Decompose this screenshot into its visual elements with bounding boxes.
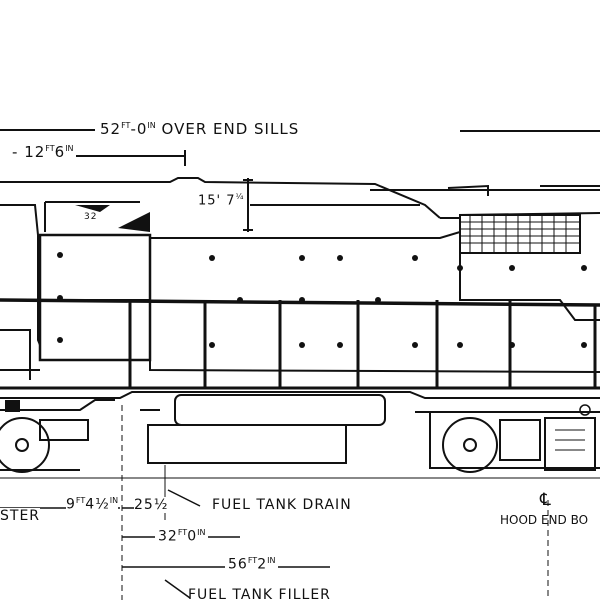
drain-offset-label: 25½ xyxy=(134,497,169,513)
hood-body xyxy=(149,238,600,373)
overall-length-in: 0 xyxy=(136,120,148,138)
filler-offset-label: 56FT2IN xyxy=(225,556,279,573)
fuel-tank-filler-label: FUEL TANK FILLER xyxy=(188,587,331,600)
overall-length-suffix: OVER END SILLS xyxy=(161,120,300,138)
bolster-ft: 9 xyxy=(66,496,76,513)
bolster-offset-label: STER xyxy=(0,508,41,524)
cab-window-shadow xyxy=(118,212,150,232)
truck-centers-label: 32FT0IN xyxy=(155,528,209,545)
cab-length-ft-unit: FT xyxy=(45,144,55,153)
bolster-prefix: STER xyxy=(0,508,41,524)
filler-offset-ft-unit: FT xyxy=(247,556,258,565)
overall-length-in-unit: IN xyxy=(147,121,156,130)
hood-top xyxy=(150,212,600,239)
rivets xyxy=(5,205,587,412)
cab-number: 32 xyxy=(84,212,98,222)
truck-centers-in-unit: IN xyxy=(197,528,206,537)
filler-offset-in: 2 xyxy=(257,556,268,573)
filler-offset-in-unit: IN xyxy=(267,556,276,565)
fuel-tank xyxy=(174,394,386,426)
cab-panel xyxy=(38,233,152,362)
fuel-tank-drain-label: FUEL TANK DRAIN xyxy=(212,497,352,513)
truck-centers-in: 0 xyxy=(187,528,198,545)
rear-truck xyxy=(415,411,600,473)
bolster-in: 4½ xyxy=(85,496,110,513)
overall-length-ft-unit: FT xyxy=(121,121,131,130)
overall-length-ft: 52 xyxy=(100,120,122,138)
height-value: 15' 7 xyxy=(198,193,236,209)
cab-length-in-unit: IN xyxy=(65,144,74,153)
truck-centers-ft-unit: FT xyxy=(177,528,188,537)
bolster-offset-value: 9FT4½IN xyxy=(66,496,119,513)
truck-centers-ft: 32 xyxy=(158,528,178,545)
cab-length-in: 6 xyxy=(54,143,66,161)
cab-length-label: - 12FT6IN xyxy=(10,143,76,161)
bolster-in-unit: IN xyxy=(109,496,119,505)
front-truck xyxy=(0,399,115,473)
hood-end-label: HOOD END BO xyxy=(500,513,589,527)
fuel-tank-lower xyxy=(147,424,347,464)
height-label: 15' 7¹⁄₄ xyxy=(198,192,243,208)
radiator-grille xyxy=(459,214,581,254)
cab-length-ft: 12 xyxy=(24,143,46,161)
bolster-ft-unit: FT xyxy=(75,496,86,505)
roof-line xyxy=(0,177,441,219)
overall-length-label: 52FT-0IN OVER END SILLS xyxy=(100,120,300,138)
walkway-rail xyxy=(0,298,600,307)
filler-offset-ft: 56 xyxy=(228,556,248,573)
height-mark: ¹⁄₄ xyxy=(235,192,244,201)
centerline-symbol: ℄ xyxy=(540,490,552,510)
cab-front xyxy=(0,204,41,346)
